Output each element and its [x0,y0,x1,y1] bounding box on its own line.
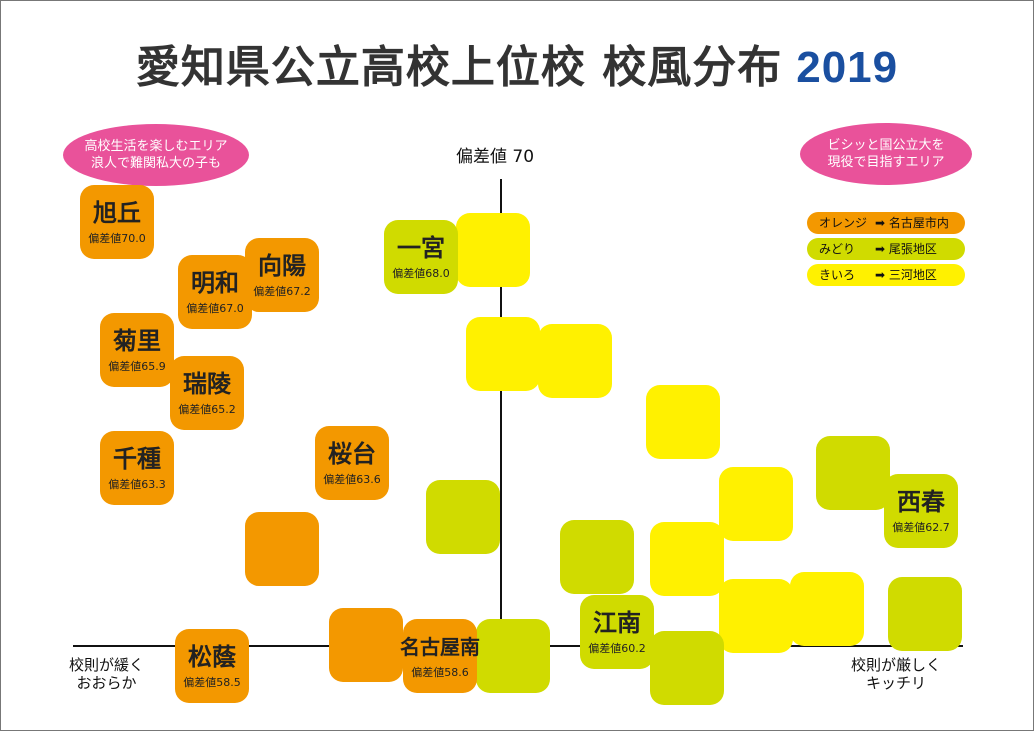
bubble-line: 現役で目指すエリア [827,155,945,170]
school-box [426,480,500,554]
bubble-strict-area: ビシッと国公立大を現役で目指すエリア [800,123,972,185]
school-box-meiwa: 明和偏差値67.0 [178,255,252,329]
school-box-nagoyaminami: 名古屋南偏差値58.6 [400,619,480,693]
legend-green: みどり ➡ 尾張地区 [807,238,965,260]
legend-color: きいろ [819,268,856,282]
legend-color: みどり [819,242,856,256]
school-score: 偏差値70.0 [88,231,146,245]
school-box-zuiryo: 瑞陵偏差値65.2 [170,356,244,430]
school-score: 偏差値68.0 [392,266,450,280]
legend-area: 名古屋市内 [888,216,949,230]
legend-yellow: きいろ ➡ 三河地区 [807,264,965,286]
school-name: 名古屋南 [400,634,480,659]
axis-line: 校則が緩く [69,656,145,674]
school-name: 向陽 [258,251,306,280]
school-box-kikuzato: 菊里偏差値65.9 [100,313,174,387]
school-name: 江南 [593,608,641,637]
school-name: 桜台 [328,439,376,468]
arrow-icon: ➡ [875,268,886,282]
bubble-line: 浪人で難関私大の子も [90,156,221,171]
school-box-asahigaoka: 旭丘偏差値70.0 [80,185,154,259]
school-name: 旭丘 [93,198,141,227]
vertical-axis [500,179,502,646]
arrow-icon: ➡ [875,242,886,256]
legend-area: 三河地区 [888,268,937,282]
axis-line: おおらか [76,674,137,692]
school-box [646,385,720,459]
school-score: 偏差値58.5 [183,675,241,689]
school-box [456,213,530,287]
school-name: 一宮 [397,233,445,262]
axis-label-left: 校則が緩くおおらか [69,656,144,692]
school-score: 偏差値58.6 [411,665,469,679]
school-box-shoin: 松蔭偏差値58.5 [175,629,249,703]
legend-orange: オレンジ ➡ 名古屋市内 [807,212,965,234]
school-box-konan: 江南偏差値60.2 [580,595,654,669]
school-box [329,608,403,682]
school-box-ichinomiya: 一宮偏差値68.0 [384,220,458,294]
school-box [538,324,612,398]
school-box-koyo: 向陽偏差値67.2 [245,238,319,312]
school-box-chikusa: 千種偏差値63.3 [100,431,174,505]
school-name: 菊里 [113,326,161,355]
axis-label-top: 偏差値 70 [456,147,535,167]
axis-label-right: 校則が厳しくキッチリ [851,656,941,692]
school-score: 偏差値65.9 [108,359,166,373]
school-box [650,631,724,705]
school-box [719,579,793,653]
school-box [560,520,634,594]
axis-line: キッチリ [866,674,927,692]
legend-color: オレンジ [819,216,868,230]
school-name: 千種 [113,444,161,473]
page-title: 愛知県公立高校上位校 校風分布 2019 [1,31,1033,95]
school-score: 偏差値65.2 [178,402,236,416]
school-box [790,572,864,646]
bubble-line: 高校生活を楽しむエリア [84,139,228,154]
title-text: 愛知県公立高校上位校 校風分布 [135,42,783,93]
bubble-relaxed-area: 高校生活を楽しむエリア浪人で難関私大の子も [63,124,249,186]
school-score: 偏差値67.0 [186,301,244,315]
school-name: 瑞陵 [183,369,231,398]
school-box [245,512,319,586]
school-box [816,436,890,510]
arrow-icon: ➡ [875,216,886,230]
school-name: 西春 [897,487,945,516]
axis-line: 校則が厳しく [851,656,942,674]
school-score: 偏差値63.3 [108,477,166,491]
school-name: 明和 [191,268,239,297]
title-year: 2019 [796,43,899,92]
school-score: 偏差値62.7 [892,520,950,534]
school-score: 偏差値60.2 [588,641,646,655]
school-box [476,619,550,693]
school-box-nishiharu: 西春偏差値62.7 [884,474,958,548]
legend-area: 尾張地区 [888,242,937,256]
school-score: 偏差値63.6 [323,472,381,486]
school-box [888,577,962,651]
bubble-line: ビシッと国公立大を [827,138,945,153]
school-box [466,317,540,391]
school-box [650,522,724,596]
school-name: 松蔭 [188,642,236,671]
school-score: 偏差値67.2 [253,284,311,298]
school-box-sakuradai: 桜台偏差値63.6 [315,426,389,500]
school-box [719,467,793,541]
